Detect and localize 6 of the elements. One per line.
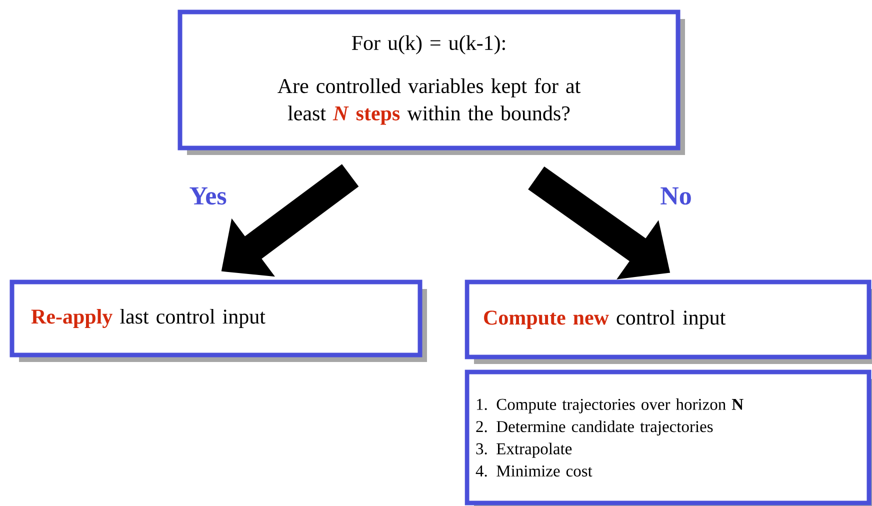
process-box: Compute new control input [464,280,872,364]
question-box: For u(k) = u(k-1): Are controlled variables kept for at least N steps within the bounds? [178,10,685,155]
edge-label: Yes [190,187,226,205]
edge-label: No [660,187,691,205]
step-list-box: 1. Compute trajectories over horizon N 2. Determine candidate trajectories 3. Extrapolate 4. Minimize cost [464,370,872,506]
process-box: Re-apply last control input [10,280,427,362]
